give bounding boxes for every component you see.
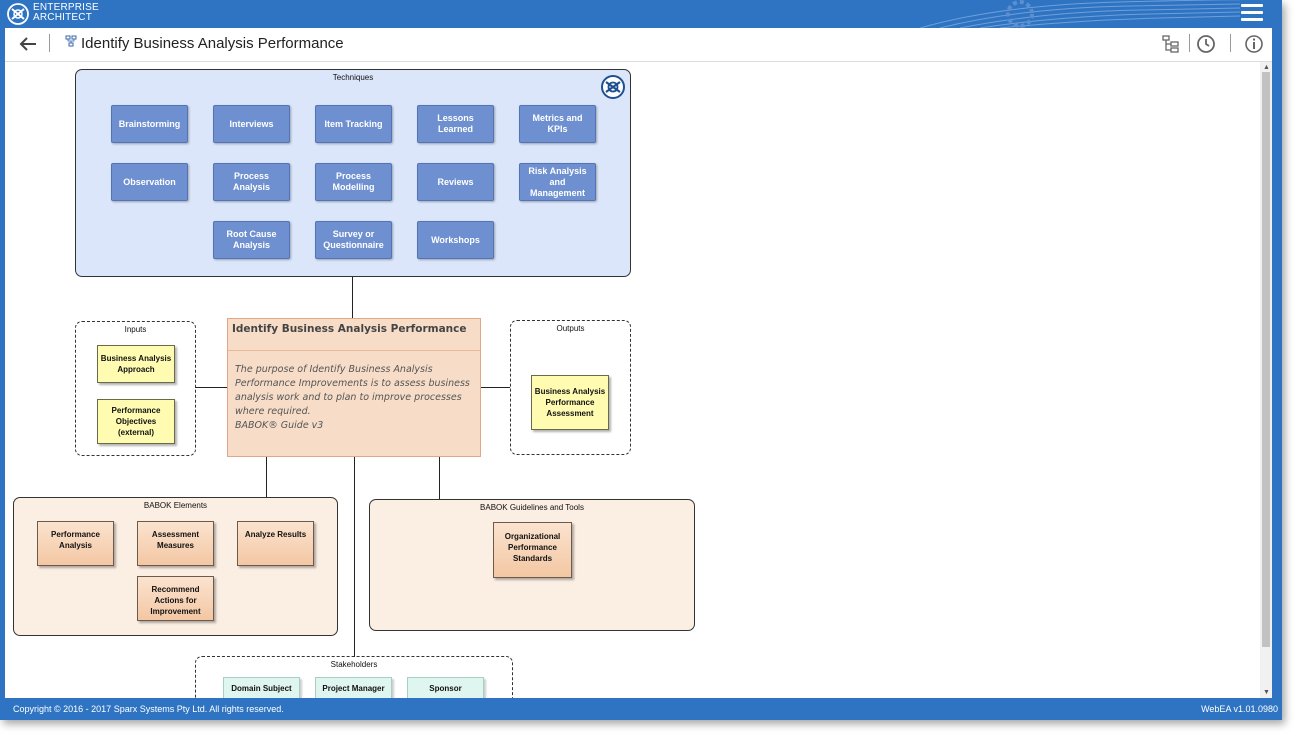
technique-item[interactable]: Metrics and KPIs bbox=[519, 105, 596, 143]
toolbar-divider bbox=[1189, 34, 1190, 52]
connector-line bbox=[354, 457, 355, 657]
babok-guidelines-group[interactable]: BABOK Guidelines and Tools Organizationa… bbox=[369, 499, 695, 631]
technique-item[interactable]: Lessons Learned bbox=[417, 105, 494, 143]
output-artifact[interactable]: Business Analysis Performance Assessment bbox=[531, 375, 609, 430]
toolbar-divider bbox=[1230, 34, 1231, 52]
stakeholder[interactable]: Project Manager bbox=[315, 677, 392, 698]
connector-line bbox=[266, 457, 267, 497]
stakeholders-label: Stakeholders bbox=[330, 660, 378, 669]
diagram-canvas[interactable]: Techniques Brainstorming Interviews Item… bbox=[5, 62, 1260, 698]
toolbar-divider bbox=[49, 34, 50, 52]
technique-item[interactable]: Workshops bbox=[417, 221, 494, 259]
babok-elements-group[interactable]: BABOK Elements Performance Analysis Asse… bbox=[13, 497, 338, 636]
task-title: Identify Business Analysis Performance bbox=[232, 323, 467, 335]
info-icon[interactable] bbox=[1243, 33, 1265, 55]
task-description: The purpose of Identify Business Analysi… bbox=[235, 364, 470, 417]
task-divider bbox=[228, 350, 480, 351]
diagram-icon bbox=[65, 35, 77, 47]
connector-line bbox=[439, 457, 440, 499]
input-artifact[interactable]: Business Analysis Approach bbox=[97, 345, 175, 383]
input-artifact[interactable]: Performance Objectives (external) bbox=[97, 399, 175, 444]
technique-item[interactable]: Survey or Questionnaire bbox=[315, 221, 392, 259]
scroll-down-arrow-icon[interactable]: ▼ bbox=[1263, 689, 1270, 696]
babok-elements-label: BABOK Elements bbox=[143, 501, 208, 510]
app-header: ENTERPRISE ARCHITECT bbox=[0, 0, 1282, 28]
scroll-up-arrow-icon[interactable]: ▲ bbox=[1263, 64, 1270, 71]
brand-line-2: ARCHITECT bbox=[33, 12, 93, 23]
brand-name: ENTERPRISE ARCHITECT bbox=[33, 3, 99, 23]
technique-item[interactable]: Item Tracking bbox=[315, 105, 392, 143]
babok-element[interactable]: Analyze Results bbox=[237, 521, 314, 566]
header-decoration-icon bbox=[920, 0, 1240, 28]
copyright-text: Copyright © 2016 - 2017 Sparx Systems Pt… bbox=[13, 704, 284, 714]
techniques-group[interactable]: Techniques Brainstorming Interviews Item… bbox=[75, 69, 631, 277]
technique-item[interactable]: Reviews bbox=[417, 163, 494, 201]
outputs-label: Outputs bbox=[556, 324, 585, 333]
brand-line-1: ENTERPRISE bbox=[33, 2, 99, 13]
stakeholders-group[interactable]: Stakeholders Domain Subject Project Mana… bbox=[195, 656, 513, 698]
guideline-tool[interactable]: Organizational Performance Standards bbox=[493, 522, 572, 578]
technique-item[interactable]: Observation bbox=[111, 163, 188, 201]
babok-element[interactable]: Recommend Actions for Improvement bbox=[137, 576, 214, 621]
history-clock-icon[interactable] bbox=[1195, 33, 1217, 55]
connector-line bbox=[195, 387, 227, 388]
outputs-group[interactable]: Outputs Business Analysis Performance As… bbox=[510, 320, 631, 455]
babok-element[interactable]: Performance Analysis bbox=[37, 521, 114, 566]
stakeholder[interactable]: Sponsor bbox=[407, 677, 484, 698]
enterprise-architect-logo-icon[interactable] bbox=[7, 3, 29, 25]
vertical-scrollbar[interactable]: ▲ ▼ bbox=[1260, 62, 1272, 698]
task-reference: BABOK® Guide v3 bbox=[235, 420, 324, 431]
technique-item[interactable]: Interviews bbox=[213, 105, 290, 143]
babok-guidelines-label: BABOK Guidelines and Tools bbox=[480, 503, 584, 512]
webea-window: ENTERPRISE ARCHITECT Identify Business A… bbox=[0, 0, 1282, 720]
app-footer: Copyright © 2016 - 2017 Sparx Systems Pt… bbox=[0, 700, 1282, 720]
technique-item[interactable]: Risk Analysis and Management bbox=[519, 163, 596, 201]
technique-item[interactable]: Process Modelling bbox=[315, 163, 392, 201]
page-title: Identify Business Analysis Performance bbox=[81, 35, 344, 52]
task-identify-ba-performance[interactable]: Identify Business Analysis Performance T… bbox=[227, 318, 481, 457]
technique-item[interactable]: Root Cause Analysis bbox=[213, 221, 290, 259]
babok-logo-icon bbox=[601, 75, 625, 99]
version-text: WebEA v1.01.0980 bbox=[1201, 704, 1278, 714]
connector-line bbox=[481, 387, 510, 388]
main-menu-icon[interactable] bbox=[1241, 4, 1263, 23]
inputs-label: Inputs bbox=[124, 325, 147, 334]
diagram-toolbar: Identify Business Analysis Performance bbox=[5, 28, 1272, 62]
stakeholder[interactable]: Domain Subject bbox=[223, 677, 300, 698]
connector-line bbox=[352, 277, 353, 318]
browser-tree-icon[interactable] bbox=[1160, 33, 1182, 55]
technique-item[interactable]: Brainstorming bbox=[111, 105, 188, 143]
technique-item[interactable]: Process Analysis bbox=[213, 163, 290, 201]
techniques-label: Techniques bbox=[332, 73, 374, 82]
babok-element[interactable]: Assessment Measures bbox=[137, 521, 214, 566]
inputs-group[interactable]: Inputs Business Analysis Approach Perfor… bbox=[75, 321, 196, 456]
back-arrow-icon[interactable] bbox=[17, 34, 39, 54]
scrollbar-thumb[interactable] bbox=[1262, 72, 1270, 647]
